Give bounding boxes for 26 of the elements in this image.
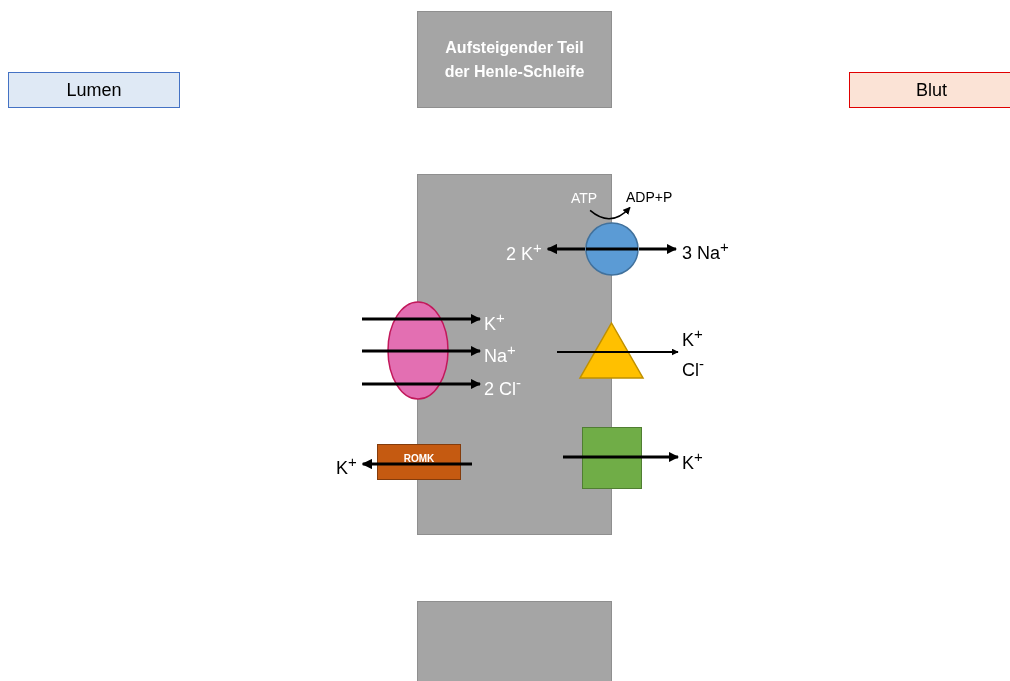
- compartment-label-box: Lumen: [8, 72, 180, 108]
- arrow: [556, 348, 679, 356]
- arrow: [362, 345, 482, 357]
- compartment-label-box: Blut: [849, 72, 1010, 108]
- reaction-label: ATP: [571, 191, 598, 207]
- arrow: [362, 378, 482, 390]
- transporter-square: [582, 427, 642, 489]
- ion-label: Na$^{+}$: [484, 342, 516, 367]
- ion-label: Cl$^{-}$: [682, 356, 704, 382]
- ion-label: K$^{+}$: [484, 310, 505, 335]
- channel-box: ROMK: [377, 444, 461, 480]
- arrow: [563, 451, 680, 463]
- reaction-label: ADP+P: [626, 190, 673, 206]
- ion-label: 2 Cl$^{-}$: [484, 375, 521, 400]
- cell-block: [417, 601, 612, 681]
- title-box: Aufsteigender Teil der Henle-Schleife: [417, 11, 612, 108]
- arrow: [589, 206, 631, 220]
- arrow: [639, 243, 678, 255]
- ion-label: 2 K$^{+}$: [506, 240, 542, 265]
- arrow: [361, 458, 472, 470]
- ion-label: K$^{+}$: [682, 326, 704, 352]
- ion-label: K$^{+}$: [336, 454, 357, 479]
- ion-label: 3 Na$^{+}$: [682, 239, 729, 264]
- arrow: [546, 243, 585, 255]
- ion-label: K$^{+}$: [682, 449, 703, 474]
- arrow: [362, 313, 482, 325]
